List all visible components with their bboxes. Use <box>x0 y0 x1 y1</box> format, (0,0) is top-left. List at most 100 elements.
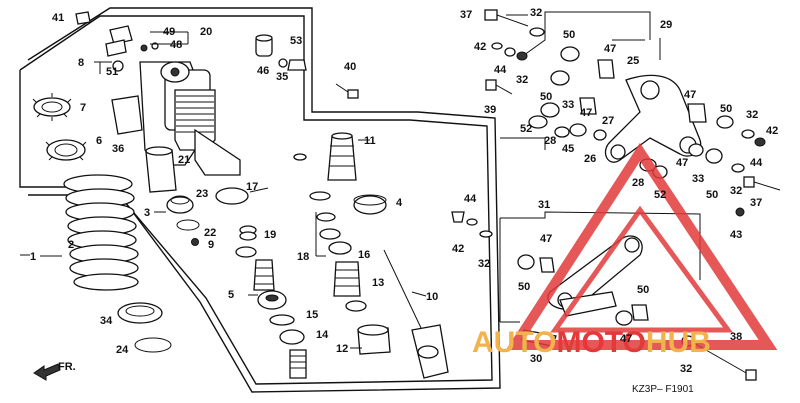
label-44-c: 44 <box>464 193 477 205</box>
label-47-a: 47 <box>604 43 616 55</box>
shock-spring <box>63 174 139 291</box>
label-7: 7 <box>80 102 86 114</box>
label-40: 40 <box>344 61 356 73</box>
spring-guide <box>111 95 143 135</box>
mounting-bolts-left <box>75 11 359 99</box>
label-53: 53 <box>290 35 302 47</box>
label-38: 38 <box>730 331 742 343</box>
label-22: 22 <box>204 227 216 239</box>
label-26: 26 <box>584 153 596 165</box>
label-47-c: 47 <box>684 89 696 101</box>
label-52-b: 52 <box>654 189 666 201</box>
label-12: 12 <box>336 343 348 355</box>
label-42-c: 42 <box>452 243 464 255</box>
damper-components <box>235 225 307 379</box>
label-3: 3 <box>144 207 150 219</box>
label-27: 27 <box>602 115 614 127</box>
watermark-text: AUTOMOTOHUB <box>472 326 711 359</box>
spring-adjuster-nuts <box>32 93 87 161</box>
label-24: 24 <box>116 344 129 356</box>
label-52-a: 52 <box>520 123 532 135</box>
front-arrow-icon <box>33 363 61 381</box>
label-48: 48 <box>170 39 182 51</box>
label-20: 20 <box>200 26 212 38</box>
label-46: 46 <box>257 65 269 77</box>
label-34: 34 <box>100 315 113 327</box>
label-32-a: 32 <box>530 7 542 19</box>
label-41: 41 <box>52 12 64 24</box>
dust-bellows <box>327 132 357 181</box>
label-37-right: 37 <box>750 197 762 209</box>
label-32-e: 32 <box>478 258 490 270</box>
label-28-b: 28 <box>632 177 644 189</box>
label-11: 11 <box>364 135 376 147</box>
label-35: 35 <box>276 71 288 83</box>
label-32-d: 32 <box>730 185 742 197</box>
label-39: 39 <box>484 104 496 116</box>
label-19: 19 <box>264 229 276 241</box>
spring-seat-and-clip <box>117 302 172 353</box>
pro-link-upper-frame <box>500 11 651 150</box>
label-28-a: 28 <box>544 135 556 147</box>
mid-fasteners <box>451 211 493 238</box>
label-50-d: 50 <box>706 189 718 201</box>
label-47-e: 47 <box>540 233 552 245</box>
part-number-labels: 41 49 20 48 8 51 46 53 35 40 7 6 36 21 2… <box>30 7 778 395</box>
label-32-b: 32 <box>516 74 528 86</box>
label-23: 23 <box>196 188 208 200</box>
label-29: 29 <box>660 19 672 31</box>
label-50-f: 50 <box>637 284 649 296</box>
label-32-c: 32 <box>746 109 758 121</box>
label-50-e: 50 <box>518 281 530 293</box>
watermark-part3: HUB <box>646 326 711 359</box>
front-indicator-label: FR. <box>58 361 76 373</box>
label-36: 36 <box>112 143 124 155</box>
ring-17 <box>215 187 249 205</box>
label-14: 14 <box>316 329 329 341</box>
label-18: 18 <box>297 251 309 263</box>
label-15: 15 <box>306 309 318 321</box>
diagram-code: KZ3P– F1901 <box>632 384 694 395</box>
label-47-b: 47 <box>580 107 592 119</box>
label-10: 10 <box>426 291 438 303</box>
label-8: 8 <box>78 57 84 69</box>
label-6: 6 <box>96 135 102 147</box>
label-33-a: 33 <box>562 99 574 111</box>
label-43: 43 <box>730 229 742 241</box>
label-37-top: 37 <box>460 9 472 21</box>
label-16: 16 <box>358 249 370 261</box>
damper-cap <box>353 194 387 215</box>
label-44-b: 44 <box>750 157 763 169</box>
label-50-c: 50 <box>720 103 732 115</box>
label-49: 49 <box>163 26 175 38</box>
label-21: 21 <box>178 154 190 166</box>
label-13: 13 <box>372 277 384 289</box>
label-25: 25 <box>627 55 639 67</box>
link-bearings <box>528 46 615 141</box>
reservoir-parts <box>140 34 307 71</box>
rod-stack <box>293 153 367 312</box>
bump-rubber-group <box>145 146 200 246</box>
watermark-part1: AUTO <box>472 326 556 359</box>
label-47-d: 47 <box>676 157 688 169</box>
label-2: 2 <box>68 239 74 251</box>
watermark-logo <box>505 142 778 350</box>
lower-link-rod <box>517 235 757 381</box>
label-44-a: 44 <box>494 64 507 76</box>
label-50-b: 50 <box>540 91 552 103</box>
label-33-b: 33 <box>692 173 704 185</box>
label-5: 5 <box>228 289 234 301</box>
label-45: 45 <box>562 143 574 155</box>
leader-lines <box>40 14 661 349</box>
label-51: 51 <box>106 66 118 78</box>
label-31: 31 <box>538 199 550 211</box>
label-9: 9 <box>208 239 214 251</box>
label-32-f: 32 <box>680 363 692 375</box>
shock-absorber-body <box>105 25 241 176</box>
label-47-f: 47 <box>620 333 632 345</box>
upper-bolts <box>484 9 545 95</box>
label-1: 1 <box>30 251 36 263</box>
label-4: 4 <box>396 197 403 209</box>
label-42-b: 42 <box>766 125 778 137</box>
